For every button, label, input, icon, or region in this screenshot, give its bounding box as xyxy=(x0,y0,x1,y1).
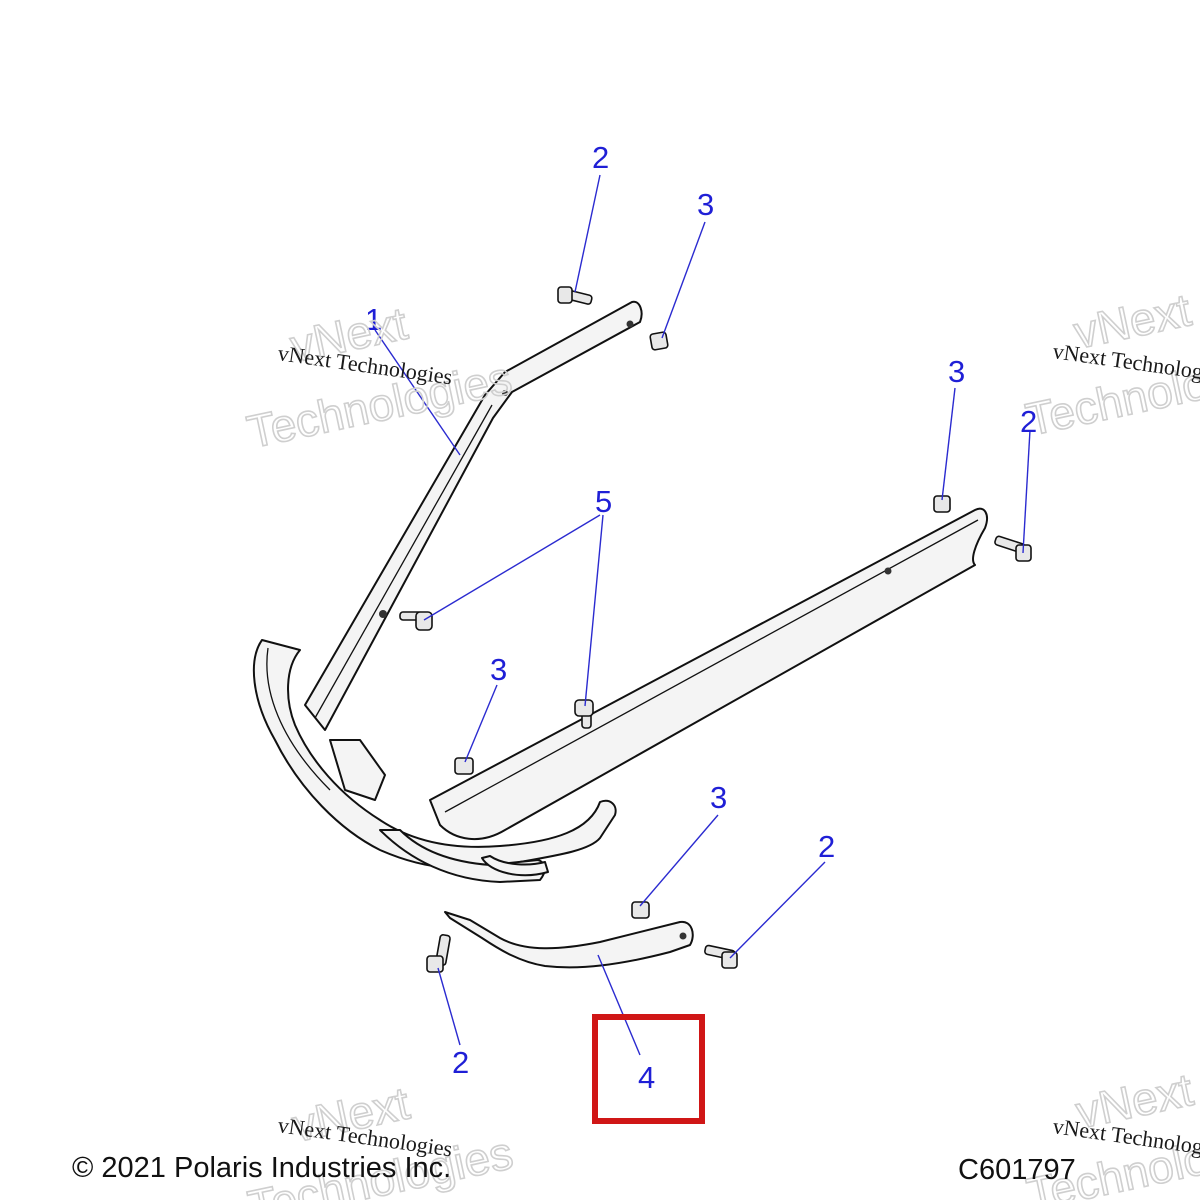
nut-3-center xyxy=(454,757,474,775)
callout-3-top: 3 xyxy=(697,187,714,222)
callout-2-top: 2 xyxy=(592,140,609,175)
part-1-bumper-frame xyxy=(252,300,988,883)
bolt-2-lower-right xyxy=(704,944,738,969)
bolt-2-right xyxy=(994,535,1032,562)
callout-2-lower-left: 2 xyxy=(452,1045,469,1080)
callout-1: 1 xyxy=(365,302,382,337)
bolt-2-lower-left xyxy=(426,934,451,973)
callout-2-right: 2 xyxy=(1020,404,1037,439)
screw-5-center xyxy=(574,699,594,729)
callout-3-lower: 3 xyxy=(710,780,727,815)
highlight-box xyxy=(592,1014,705,1124)
callout-3-center: 3 xyxy=(490,652,507,687)
callout-4: 4 xyxy=(638,1060,655,1095)
diagram-code: C601797 xyxy=(958,1154,1076,1186)
copyright-text: © 2021 Polaris Industries Inc. xyxy=(72,1152,451,1184)
screw-5-left xyxy=(399,611,433,631)
nut-3-lower xyxy=(631,901,650,919)
part-4-brace xyxy=(444,911,694,969)
callout-3-right: 3 xyxy=(948,354,965,389)
callout-5: 5 xyxy=(595,484,612,519)
leader-lines xyxy=(374,174,1031,1056)
nut-3-top xyxy=(649,331,669,351)
bolt-2-top xyxy=(557,286,593,305)
callout-numbers: 2 3 1 3 2 5 3 3 2 2 4 xyxy=(365,140,1037,1095)
callout-2-lower-right: 2 xyxy=(818,829,835,864)
